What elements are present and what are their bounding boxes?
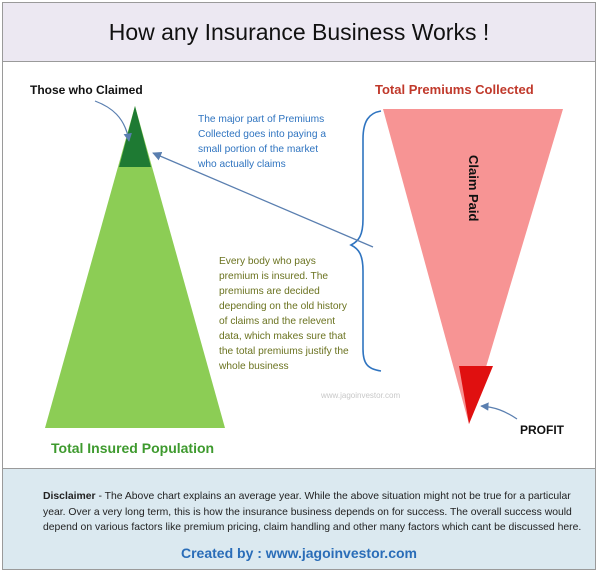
everybody-note-line: Every body who pays xyxy=(219,256,316,267)
everybody-note-line: whole business xyxy=(218,361,289,372)
premiums-note-line: Collected goes into paying a xyxy=(198,129,326,140)
profit-label: PROFIT xyxy=(520,423,565,437)
insurance-diagram: Those who Claimed Total Premiums Collect… xyxy=(30,82,565,456)
premiums-to-claims-arrow xyxy=(152,152,374,248)
claimed-label-connector xyxy=(94,100,132,142)
disclaimer-label: Disclaimer xyxy=(43,491,96,502)
curly-brace xyxy=(349,110,382,372)
everybody-note-line: premiums are decided xyxy=(219,286,320,297)
those-who-claimed-label: Those who Claimed xyxy=(30,83,143,97)
everybody-note-line: depending on the old history xyxy=(219,301,348,312)
claim-paid-label: Claim Paid xyxy=(466,155,481,222)
everybody-note-line: premium is insured. The xyxy=(219,271,328,282)
profit-portion-triangle xyxy=(459,366,493,424)
disclaimer-body: - The Above chart explains an average ye… xyxy=(43,491,582,533)
profit-label-connector xyxy=(480,402,518,420)
total-premiums-collected-label: Total Premiums Collected xyxy=(375,82,534,97)
premiums-note: The major part of Premiums Collected goe… xyxy=(197,114,329,170)
insured-population-triangle xyxy=(45,106,225,428)
credit-line: Created by : www.jagoinvestor.com xyxy=(181,545,417,561)
premiums-note-line: The major part of Premiums xyxy=(198,114,324,125)
premiums-note-line: who actually claims xyxy=(197,159,286,170)
title-bar: How any Insurance Business Works ! xyxy=(3,3,595,62)
total-insured-population-label: Total Insured Population xyxy=(51,440,214,456)
everybody-note-line: data, which makes sure that xyxy=(219,331,346,342)
page-title: How any Insurance Business Works ! xyxy=(108,18,490,45)
everybody-note: Every body who pays premium is insured. … xyxy=(218,256,352,372)
premiums-collected-triangle xyxy=(383,109,563,424)
footer-panel: Disclaimer - The Above chart explains an… xyxy=(3,468,595,569)
watermark-text: www.jagoinvestor.com xyxy=(320,391,400,400)
everybody-note-line: the total premiums justify the xyxy=(219,346,349,357)
claimed-portion-triangle xyxy=(119,106,151,167)
infographic-frame: How any Insurance Business Works ! Those… xyxy=(2,2,596,570)
disclaimer-text: Disclaimer - The Above chart explains an… xyxy=(43,489,583,536)
premiums-note-line: small portion of the market xyxy=(198,144,318,155)
everybody-note-line: of claims and the relevent xyxy=(219,316,335,327)
